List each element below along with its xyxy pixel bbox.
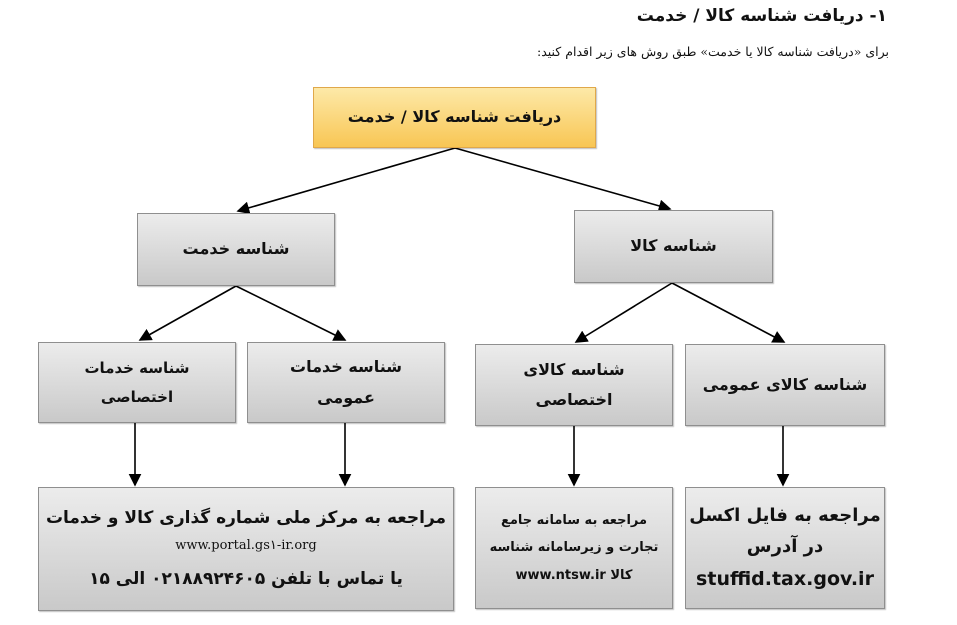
arrow-goods-specific <box>574 282 673 343</box>
service-reference-box: مراجعه به مرکز ملی شماره گذاری کالا و خد… <box>38 487 454 611</box>
goods-specific-line2: اختصاصی <box>535 390 613 409</box>
goods-general-box: شناسه کالای عمومی <box>685 344 885 426</box>
goods-id-box: شناسه کالا <box>574 210 773 283</box>
goods-specific-reference-box: مراجعه به سامانه جامع تجارت و زیرسامانه … <box>475 487 673 609</box>
intro-text: برای «دریافت شناسه کالا یا خدمت» طبق روش… <box>536 44 889 59</box>
service-specific-box: شناسه خدمات اختصاصی <box>38 342 236 423</box>
service-id-box: شناسه خدمت <box>137 213 335 286</box>
service-specific-line1: شناسه خدمات <box>84 359 190 377</box>
goods-specific-line1: شناسه کالای <box>523 359 625 379</box>
arrow-root-service <box>236 147 456 215</box>
arrow-root-goods <box>454 147 672 213</box>
goods-general-reference-box: مراجعه به فایل اکسل در آدرس stuffid.tax.… <box>685 487 885 609</box>
goods-general-ref-url: stuffid.tax.gov.ir <box>696 567 874 590</box>
goods-general-line1: شناسه کالای عمومی <box>702 374 868 394</box>
root-box: دریافت شناسه کالا / خدمت <box>313 87 596 148</box>
service-ref-url: www.portal.gs۱-ir.org <box>175 537 317 553</box>
goods-general-ref-line1: مراجعه به فایل اکسل <box>689 504 881 526</box>
section-heading: ۱- دریافت شناسه کالا / خدمت <box>636 6 887 26</box>
service-ref-line1: مراجعه به مرکز ملی شماره گذاری کالا و خد… <box>45 508 447 529</box>
goods-specific-ref-line3: کالا www.ntsw.ir <box>515 567 633 583</box>
arrow-service-general <box>235 285 347 341</box>
service-specific-line2: اختصاصی <box>100 387 174 406</box>
goods-specific-box: شناسه کالای اختصاصی <box>475 344 673 426</box>
service-general-line1: شناسه خدمات <box>289 357 403 377</box>
service-ref-phone: یا تماس با تلفن ۰۲۱۸۸۹۲۴۶۰۵ الی ۱۵ <box>89 569 403 590</box>
goods-id-label: شناسه کالا <box>630 236 717 256</box>
goods-specific-ref-line2: تجارت و زیرسامانه شناسه <box>489 540 659 556</box>
arrow-goods-general <box>671 282 786 343</box>
service-general-line2: عمومی <box>317 387 375 407</box>
arrow-service-specific <box>138 285 237 341</box>
goods-general-ref-line2: در آدرس <box>746 536 824 558</box>
service-id-label: شناسه خدمت <box>182 239 290 259</box>
goods-specific-ref-line1: مراجعه به سامانه جامع <box>500 513 648 529</box>
service-general-box: شناسه خدمات عمومی <box>247 342 445 423</box>
root-label: دریافت شناسه کالا / خدمت <box>347 107 562 127</box>
